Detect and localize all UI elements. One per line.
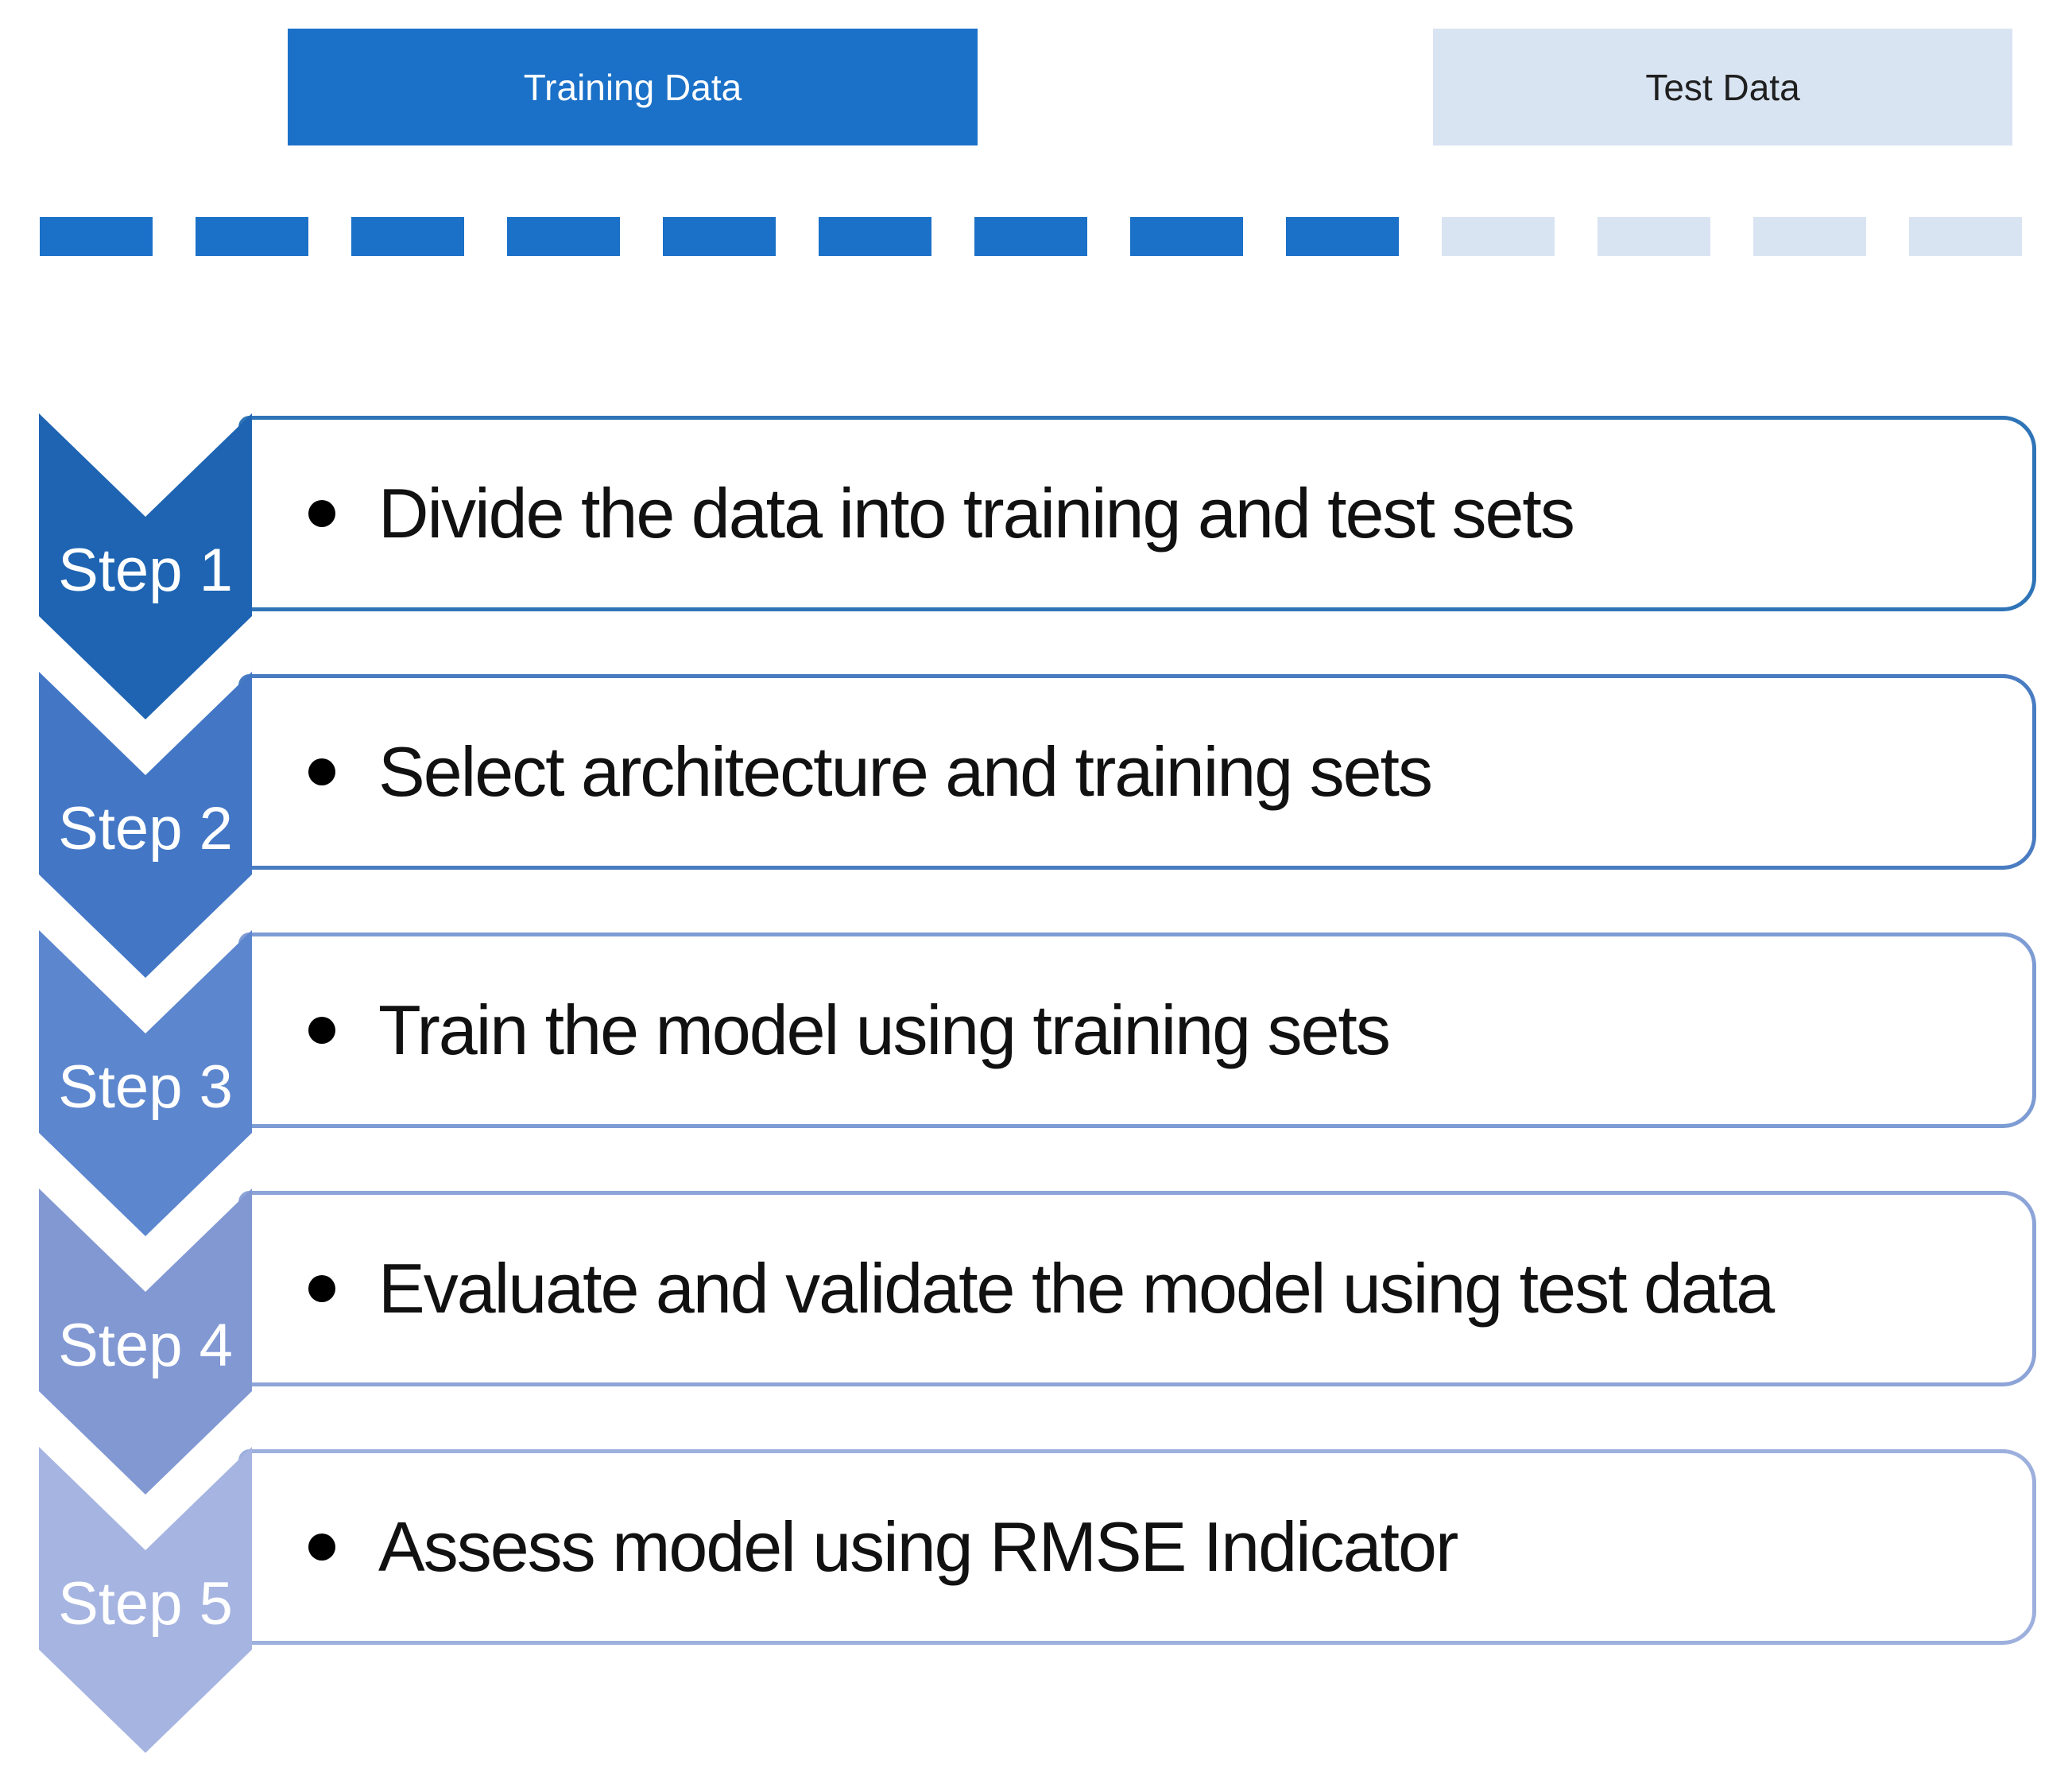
step-5-box: Assess model using RMSE Indicator (238, 1449, 2036, 1645)
step-3-label: Step 3 (58, 1053, 233, 1121)
training-data-label-box: Training Data (288, 29, 978, 145)
step-2-box: Select architecture and training sets (238, 674, 2036, 870)
bullet-icon (308, 500, 335, 527)
divider-dash-dark (507, 217, 620, 256)
divider-dash-light (1753, 217, 1866, 256)
bullet-icon (308, 1275, 335, 1302)
divider-dash-dark (40, 217, 153, 256)
dashed-divider (40, 217, 2058, 256)
step-4-label: Step 4 (58, 1312, 233, 1379)
divider-dash-dark (196, 217, 308, 256)
bullet-icon (308, 1534, 335, 1561)
divider-dash-light (1598, 217, 1710, 256)
divider-dash-dark (351, 217, 464, 256)
divider-dash-dark (819, 217, 931, 256)
step-2-text: Select architecture and training sets (378, 732, 1433, 811)
step-1-chevron: Step 1 (39, 413, 252, 719)
step-5-text: Assess model using RMSE Indicator (378, 1507, 1458, 1586)
divider-dash-light (1909, 217, 2022, 256)
step-1-text: Divide the data into training and test s… (378, 474, 1575, 553)
step-3-box: Train the model using training sets (238, 933, 2036, 1128)
divider-dash-dark (1286, 217, 1399, 256)
test-data-label: Test Data (1645, 66, 1800, 108)
step-4-text: Evaluate and validate the model using te… (378, 1249, 1775, 1328)
divider-dash-dark (974, 217, 1087, 256)
step-2-label: Step 2 (58, 795, 233, 863)
bullet-icon (308, 1017, 335, 1044)
training-data-label: Training Data (523, 66, 742, 108)
step-1-box: Divide the data into training and test s… (238, 416, 2036, 611)
divider-dash-light (1442, 217, 1555, 256)
step-1-label: Step 1 (58, 537, 233, 604)
divider-dash-dark (663, 217, 776, 256)
divider-dash-dark (1130, 217, 1243, 256)
test-data-label-box: Test Data (1433, 29, 2012, 145)
step-3-text: Train the model using training sets (378, 991, 1391, 1069)
step-5-label: Step 5 (58, 1570, 233, 1638)
bullet-icon (308, 758, 335, 785)
step-4-box: Evaluate and validate the model using te… (238, 1191, 2036, 1386)
